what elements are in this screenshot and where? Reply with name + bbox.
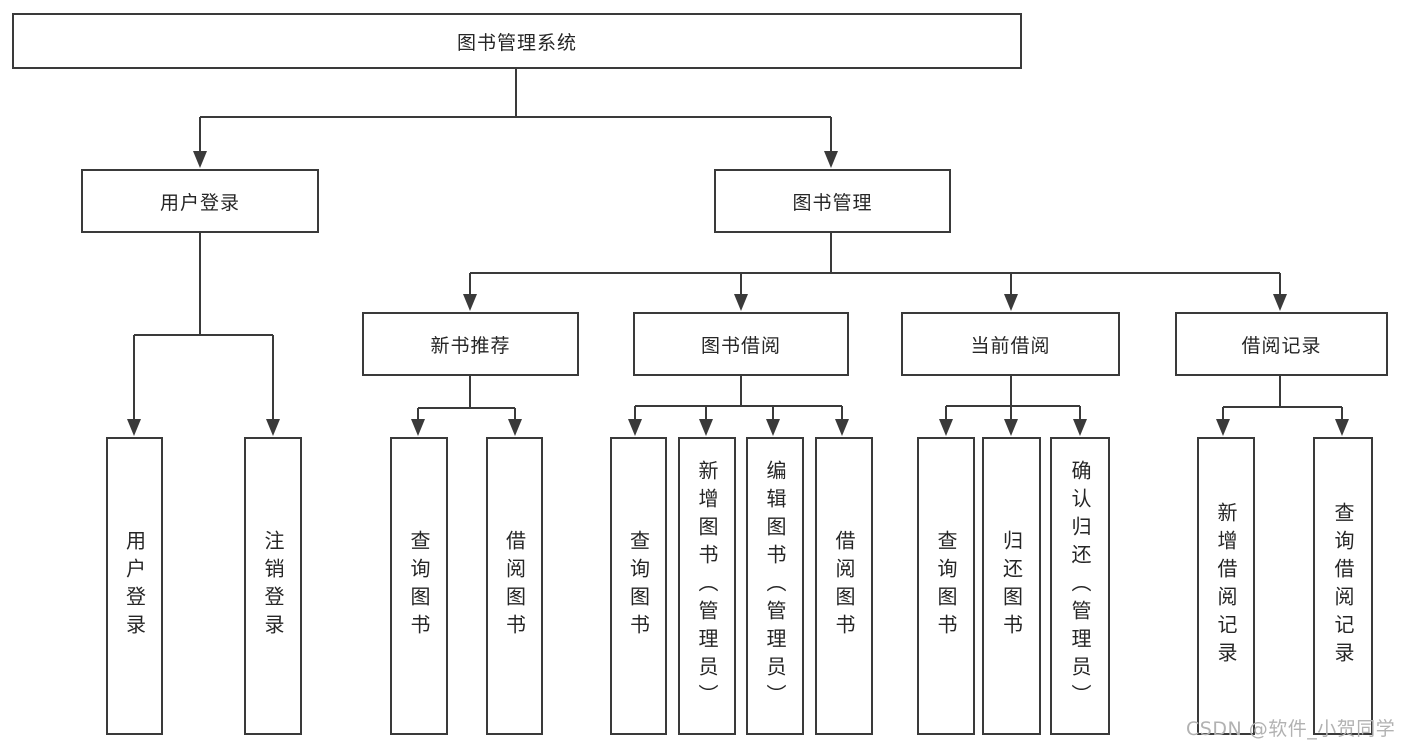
- node-book-borrowing: 图书借阅: [633, 312, 849, 376]
- leaf-query-borrow-record-label: 查询借阅记录: [1331, 502, 1355, 670]
- leaf-current-query-books: 查询图书: [917, 437, 975, 735]
- leaf-add-borrow-record: 新增借阅记录: [1197, 437, 1255, 735]
- node-user-login-label: 用户登录: [159, 191, 240, 214]
- node-book-management: 图书管理: [714, 169, 951, 233]
- leaf-borrow-books: 借阅图书: [815, 437, 873, 735]
- leaf-logout: 注销登录: [244, 437, 302, 735]
- node-current-borrowing-label: 当前借阅: [970, 334, 1051, 357]
- leaf-user-login: 用户登录: [106, 437, 163, 735]
- leaf-add-books-admin: 新增图书（管理员）: [678, 437, 736, 735]
- leaf-newbook-query-books-label: 查询图书: [407, 530, 431, 642]
- leaf-newbook-query-books: 查询图书: [390, 437, 448, 735]
- leaf-current-query-books-label: 查询图书: [934, 530, 958, 642]
- node-new-book-recommend-label: 新书推荐: [430, 334, 511, 357]
- leaf-borrow-books-label: 借阅图书: [832, 530, 856, 642]
- leaf-newbook-borrow-books: 借阅图书: [486, 437, 543, 735]
- node-book-management-label: 图书管理: [792, 191, 873, 214]
- leaf-borrow-query-books-label: 查询图书: [626, 530, 651, 642]
- node-root-label: 图书管理系统: [456, 31, 577, 54]
- leaf-confirm-return-admin-label: 确认归还（管理员）: [1068, 460, 1092, 712]
- leaf-return-books-label: 归还图书: [999, 530, 1024, 642]
- leaf-borrow-query-books: 查询图书: [610, 437, 667, 735]
- node-book-borrowing-label: 图书借阅: [700, 334, 781, 357]
- leaf-query-borrow-record: 查询借阅记录: [1313, 437, 1373, 735]
- leaf-logout-label: 注销登录: [261, 530, 285, 642]
- leaf-edit-books-admin-label: 编辑图书（管理员）: [763, 460, 787, 712]
- node-borrowing-records-label: 借阅记录: [1241, 334, 1322, 357]
- leaf-edit-books-admin: 编辑图书（管理员）: [746, 437, 804, 735]
- leaf-confirm-return-admin: 确认归还（管理员）: [1050, 437, 1110, 735]
- node-new-book-recommend: 新书推荐: [362, 312, 579, 376]
- leaf-add-books-admin-label: 新增图书（管理员）: [695, 460, 719, 712]
- node-root: 图书管理系统: [12, 13, 1022, 69]
- node-borrowing-records: 借阅记录: [1175, 312, 1388, 376]
- leaf-newbook-borrow-books-label: 借阅图书: [502, 530, 527, 642]
- leaf-return-books: 归还图书: [982, 437, 1041, 735]
- csdn-watermark: CSDN @软件_小贺同学: [1186, 718, 1396, 740]
- leaf-add-borrow-record-label: 新增借阅记录: [1214, 502, 1238, 670]
- node-current-borrowing: 当前借阅: [901, 312, 1120, 376]
- node-user-login: 用户登录: [81, 169, 319, 233]
- leaf-user-login-label: 用户登录: [122, 530, 147, 642]
